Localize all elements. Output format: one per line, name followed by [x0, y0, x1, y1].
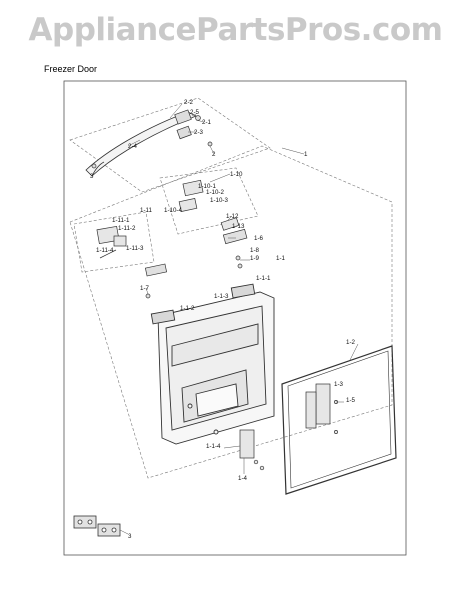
page-title: Freezer Door: [44, 64, 98, 74]
callout-label: 2: [212, 151, 216, 158]
callout-labels: 2-2 2-5 2-1 2-3 2-4 2 3 1 1-10 1-10-1 1-…: [90, 99, 356, 540]
leader-lines: [119, 103, 359, 535]
shelf-parts: [305, 383, 338, 434]
callout-label: 1-10-2: [206, 189, 224, 196]
small-parts: [144, 228, 248, 299]
callout-label: 1-1-3: [214, 293, 229, 300]
handle-group-box: [69, 97, 271, 193]
callout-label: 1-1-1: [256, 275, 271, 282]
callout-label: 1-10-1: [198, 183, 216, 190]
callout-label: 1-5: [346, 397, 356, 404]
callout-label: 1-11-2: [118, 225, 136, 232]
callout-label: 1-10-4: [164, 207, 182, 214]
callout-label: 2-2: [184, 99, 194, 106]
callout-label: 1-8: [250, 247, 260, 254]
callout-label: 1-13: [232, 223, 245, 230]
callout-label: 1-11-1: [112, 217, 130, 224]
callout-label: 1-11-4: [96, 247, 114, 254]
callout-label: 1-7: [140, 285, 150, 292]
callout-label: 1-11: [140, 207, 152, 214]
callout-label: 2-1: [202, 119, 212, 126]
bracket-group-box: [159, 167, 259, 235]
bottom-brackets: [73, 515, 121, 537]
callout-label: 1-10-3: [210, 197, 228, 204]
bracket-assembly: [178, 179, 240, 231]
callout-label: 1-3: [334, 381, 344, 388]
door-group-box: [69, 145, 393, 479]
handle-screws: [91, 109, 213, 169]
callout-label: 1-1-2: [180, 305, 195, 312]
callout-label: 3: [128, 533, 132, 540]
lower-hinge: [239, 429, 265, 471]
hinge-group-box: [73, 211, 155, 273]
door-gasket: [281, 345, 397, 495]
callout-label: 1-6: [254, 235, 264, 242]
callout-label: 1-4: [238, 475, 248, 482]
door-panel: [150, 283, 275, 445]
callout-label: 3: [90, 173, 94, 180]
callout-label: 1-12: [226, 213, 239, 220]
callout-label: 2-5: [190, 109, 200, 116]
callout-label: 1: [304, 151, 308, 158]
callout-label: 1-9: [250, 255, 260, 262]
diagram-frame: [63, 80, 407, 556]
callout-label: 2-3: [194, 129, 204, 136]
callout-label: 1-10: [230, 171, 243, 178]
callout-label: 1-2: [346, 339, 356, 346]
callout-label: 1-1: [276, 255, 286, 262]
callout-label: 1-11-3: [126, 245, 144, 252]
watermark-logo: AppliancePartsPros.com: [28, 12, 443, 48]
callout-label: 2-4: [128, 143, 138, 150]
hinge-assembly: [96, 225, 127, 259]
callout-label: 1-1-4: [206, 443, 221, 450]
